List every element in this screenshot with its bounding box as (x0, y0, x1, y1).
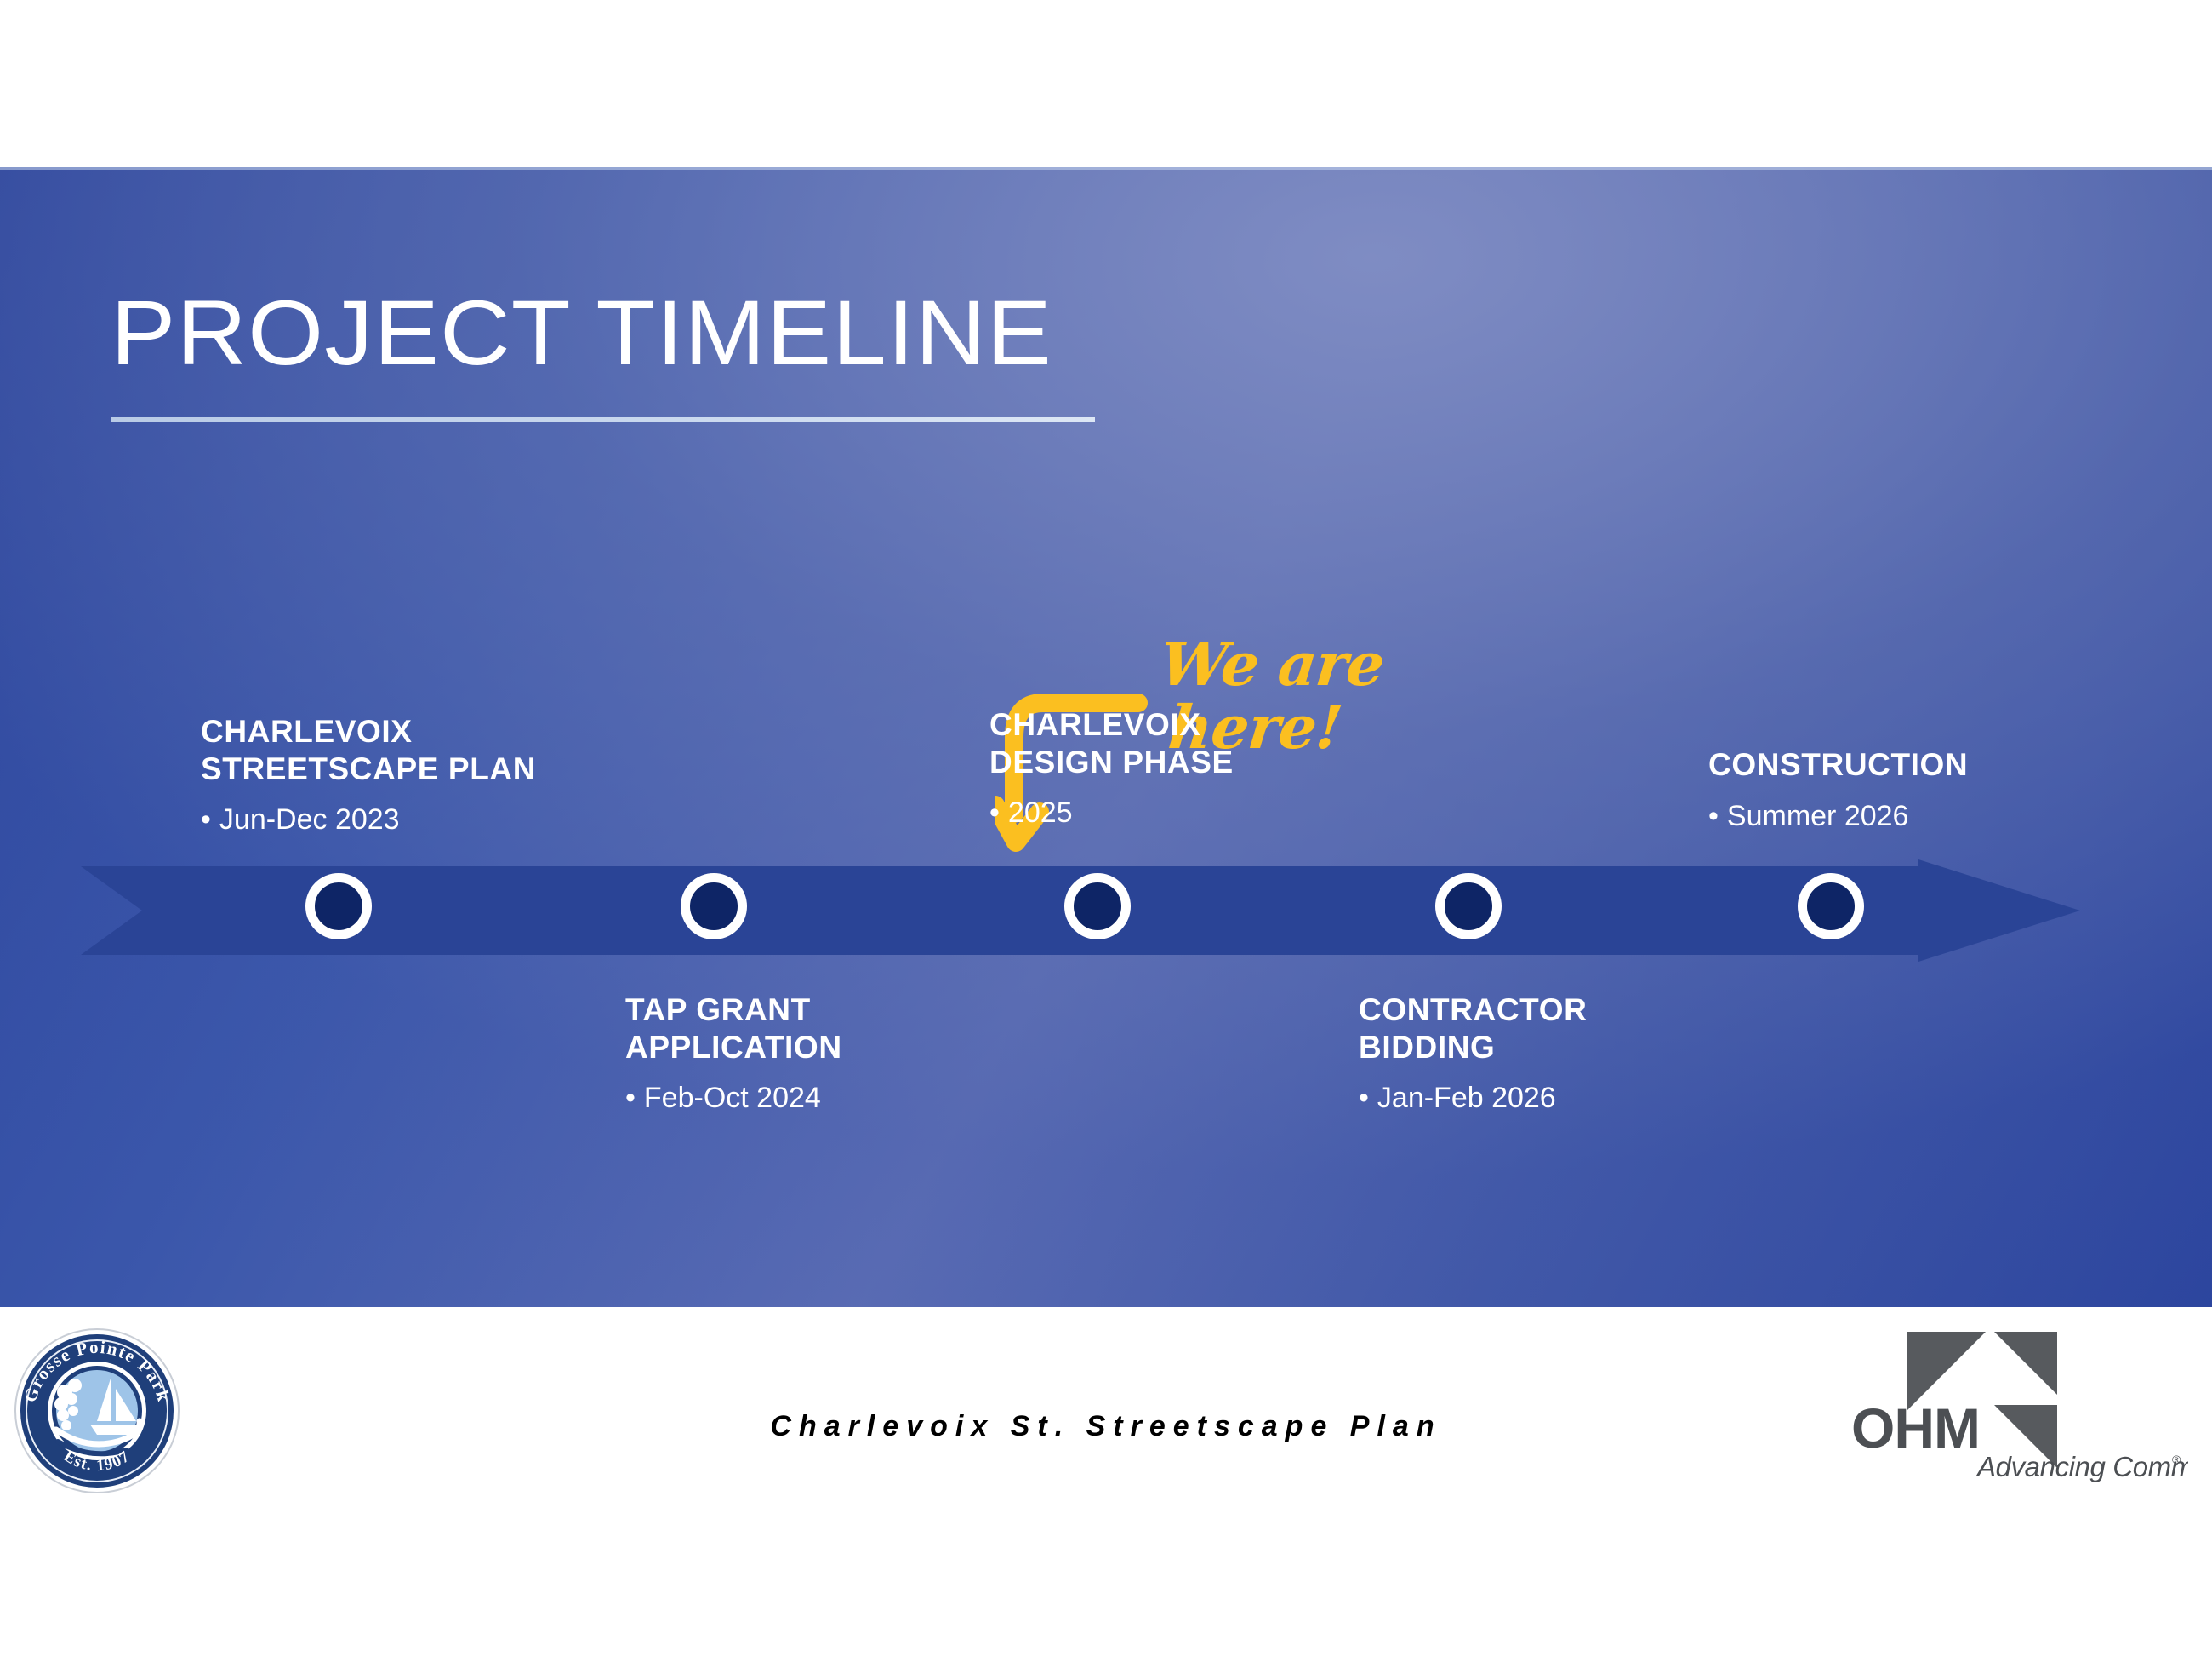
svg-text:Advancing Communities: Advancing Communities (1975, 1451, 2188, 1482)
we-are-here-line-1: We are (1156, 629, 1388, 700)
milestone-tap-grant-application: TAP GRANT APPLICATION •Feb-Oct 2024 (625, 991, 1034, 1116)
milestone-date-text: Summer 2026 (1726, 799, 1909, 832)
milestone-date: •Feb-Oct 2024 (625, 1081, 1034, 1116)
milestone-title: CHARLEVOIX DESIGN PHASE (989, 707, 1234, 779)
milestone-charlevoix-design-phase: CHARLEVOIX DESIGN PHASE •2025 (989, 706, 1398, 831)
bullet-icon: • (1359, 1082, 1369, 1115)
bullet-icon: • (201, 803, 211, 837)
milestone-construction: CONSTRUCTION •Summer 2026 (1708, 746, 2117, 833)
milestone-date: •Jan-Feb 2026 (1359, 1081, 1801, 1116)
milestone-charlevoix-streetscape-plan: CHARLEVOIX STREETSCAPE PLAN •Jun-Dec 202… (201, 713, 609, 837)
we-are-here-annotation: We are here! (995, 629, 1438, 863)
title-block: PROJECT TIMELINE (111, 285, 1097, 380)
timeline-dot-4[interactable] (1435, 873, 1502, 939)
milestone-date: •Jun-Dec 2023 (201, 802, 609, 837)
milestone-date-text: Jun-Dec 2023 (219, 803, 400, 837)
timeline-dot-3[interactable] (1064, 873, 1131, 939)
timeline-dot-1[interactable] (305, 873, 372, 939)
slide-footer (0, 1307, 2212, 1656)
ohm-logo-icon: OHM Advancing Communities ® (1851, 1332, 2188, 1482)
milestone-date: •2025 (989, 796, 1398, 831)
bullet-icon: • (1708, 799, 1719, 832)
milestone-date-text: 2025 (1007, 797, 1073, 830)
slide-blue-panel: PROJECT TIMELINE We are here! (0, 167, 2212, 1307)
milestone-contractor-bidding: CONTRACTOR BIDDING •Jan-Feb 2026 (1359, 991, 1801, 1116)
milestone-date: •Summer 2026 (1708, 799, 2117, 834)
curved-down-left-arrow-icon (995, 694, 1148, 852)
bullet-icon: • (989, 797, 1000, 830)
page-title: PROJECT TIMELINE (111, 281, 1052, 384)
svg-text:®: ® (2172, 1453, 2181, 1466)
milestone-title: CONSTRUCTION (1708, 747, 1969, 782)
milestone-title: CHARLEVOIX STREETSCAPE PLAN (201, 714, 537, 786)
milestone-title: CONTRACTOR BIDDING (1359, 992, 1588, 1065)
milestone-date-text: Feb-Oct 2024 (643, 1082, 821, 1115)
timeline-dot-5[interactable] (1798, 873, 1864, 939)
panel-top-hairline (0, 167, 2212, 170)
svg-text:OHM: OHM (1851, 1396, 1980, 1459)
title-underline-divider (111, 417, 1095, 422)
milestone-date-text: Jan-Feb 2026 (1377, 1082, 1556, 1115)
grosse-pointe-park-seal-icon: Grosse Pointe Park Est. 1907 (14, 1328, 180, 1493)
bullet-icon: • (625, 1082, 636, 1115)
milestone-title: TAP GRANT APPLICATION (625, 992, 842, 1065)
timeline-dot-2[interactable] (681, 873, 747, 939)
footer-project-title: Charlevoix St. Streetscape Plan (770, 1410, 1442, 1442)
